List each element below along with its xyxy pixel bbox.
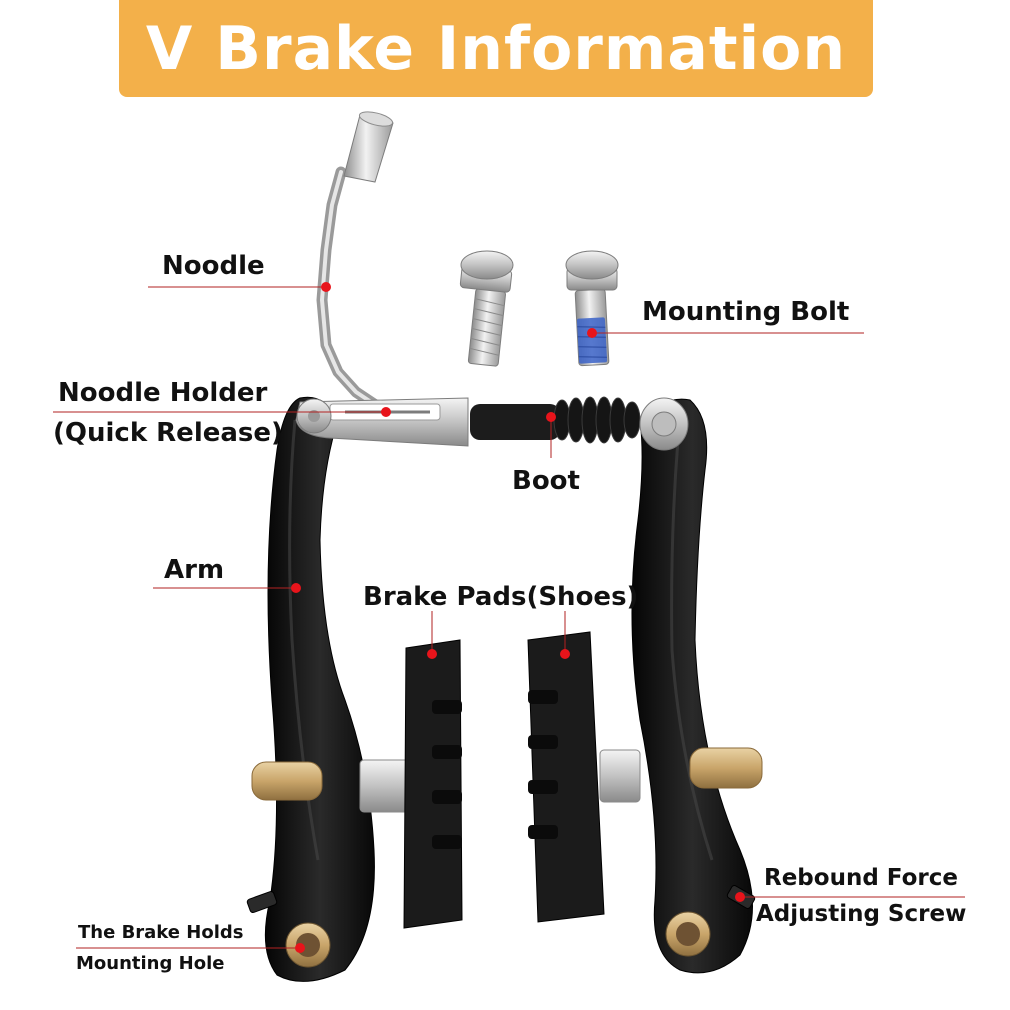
label-rebound-force: Rebound Force [764,865,958,891]
right-arm [631,398,753,974]
marker-dot-brake-pad-right [560,649,570,659]
brake-pad-left [403,639,463,929]
boot-part [470,396,689,451]
label-noodle: Noodle [162,251,265,281]
label-mounting-hole: Mounting Hole [76,953,225,974]
brake-pad-right [527,631,605,923]
left-arm [264,396,375,982]
noodle-part [316,111,394,410]
mounting-bolt-left [459,250,514,367]
rebound-screw-left [246,890,278,914]
marker-dot-arm [291,583,301,593]
marker-dot-mounting-hole [295,943,305,953]
label-adjusting-screw: Adjusting Screw [756,901,967,927]
mounting-hole-left [285,922,331,968]
label-brake-pads: Brake Pads(Shoes) [363,582,639,612]
mounting-hole-right [665,911,711,957]
marker-dots [291,282,745,953]
mounting-bolt-right [565,250,619,367]
label-arm: Arm [164,555,225,585]
noodle-holder-part [295,397,469,447]
marker-dot-rebound-screw [735,892,745,902]
label-brake-holds: The Brake Holds [78,922,244,943]
page-title: V Brake Information [145,13,847,84]
marker-dot-boot [546,412,556,422]
marker-dot-mounting-bolt [587,328,597,338]
marker-dot-noodle-holder [381,407,391,417]
pad-fittings [251,747,763,813]
label-noodle-holder: Noodle Holder [58,378,268,408]
label-mounting-bolt: Mounting Bolt [642,297,850,327]
title-banner: V Brake Information [119,0,873,97]
leader-lines [53,286,965,949]
label-boot: Boot [512,466,580,496]
marker-dot-brake-pad-left [427,649,437,659]
label-quick-release: (Quick Release) [53,418,283,448]
marker-dot-noodle [321,282,331,292]
